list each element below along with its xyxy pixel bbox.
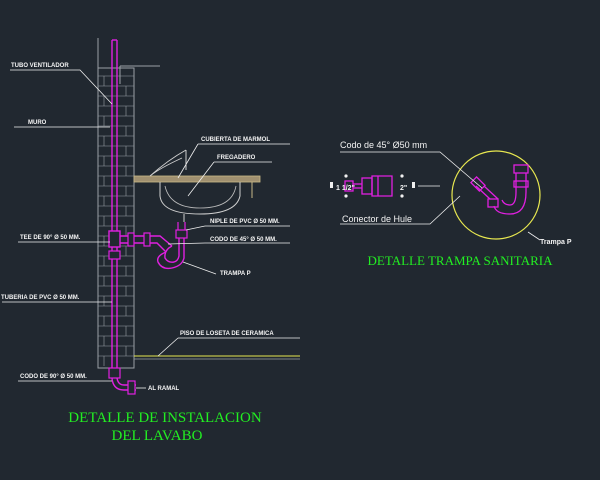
dim-label-left: 1 1/2" — [336, 185, 355, 192]
floor-line — [98, 355, 300, 369]
label-tee: TEE DE 90° Ø 50 MM. — [20, 235, 81, 241]
label-tuberia: TUBERIA DE PVC Ø 50 MM. — [1, 295, 80, 301]
vertical-drain-pipe — [111, 39, 118, 378]
title-lavabo-line2: DEL LAVABO — [112, 428, 203, 444]
wall-brick-pattern — [98, 75, 134, 366]
dim-label-right: 2" — [400, 185, 407, 192]
lavabo-labels: TUBO VENTILADOR MURO CUBIERTA DE MARMOL … — [1, 63, 280, 392]
label-niple: NIPLE DE PVC Ø 50 MM. — [210, 219, 280, 225]
label-cubierta: CUBIERTA DE MARMOL — [201, 137, 270, 143]
label-muro: MURO — [28, 120, 47, 126]
trampa-p-detail — [470, 164, 529, 215]
label-codo-90: CODO DE 90° Ø 50 MM. — [20, 374, 87, 380]
label-trampa-p: TRAMPA P — [220, 271, 251, 277]
trampa-detail: 1 1/2" 2" Codo de 45° Ø50 mm Conector de… — [330, 140, 572, 268]
detail-circle — [451, 150, 541, 240]
trampa-p-lavabo — [156, 222, 188, 270]
lavabo-title-block: DETALLE DE INSTALACION DEL LAVABO — [68, 410, 262, 444]
lavabo-leader-lines — [2, 69, 300, 389]
label-tubo-ventilador: TUBO VENTILADOR — [11, 63, 69, 69]
label-codo-45-detail: Codo de 45° Ø50 mm — [340, 140, 427, 150]
label-conector-hule: Conector de Hule — [342, 214, 412, 224]
label-fregadero: FREGADERO — [217, 155, 256, 161]
title-lavabo-line1: DETALLE DE INSTALACION — [68, 410, 262, 426]
codo-90-fitting — [108, 367, 136, 395]
label-piso: PISO DE LOSETA DE CERAMICA — [180, 331, 274, 337]
label-al-ramal: AL RAMAL — [148, 386, 180, 392]
sink-and-countertop — [133, 149, 261, 222]
wall-section — [97, 38, 160, 369]
title-trampa: DETALLE TRAMPA SANITARIA — [368, 253, 554, 268]
label-codo-45: CODO DE 45° Ø 50 MM. — [210, 237, 277, 243]
tee-90-fitting — [108, 230, 151, 260]
codo-45-fitting — [150, 235, 173, 253]
conector-de-hule — [344, 175, 393, 197]
dimension-marks — [330, 174, 415, 198]
trampa-leader-lines — [340, 151, 541, 241]
label-trampa-p-detail: Trampa P — [540, 239, 572, 246]
